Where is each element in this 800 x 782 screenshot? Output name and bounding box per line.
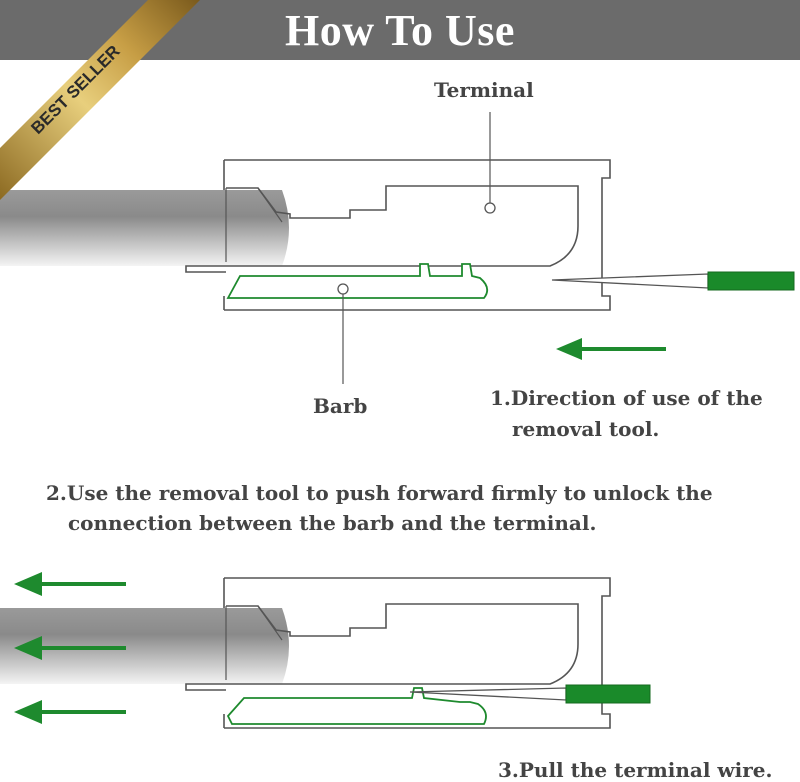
- terminal-outline: [185, 603, 579, 691]
- removal-tool-handle: [565, 684, 651, 704]
- removal-tool-handle: [707, 271, 795, 291]
- left-arrow-icon: [556, 338, 666, 360]
- step-1-line-1: 1.Direction of use of the: [490, 386, 763, 410]
- step-1-text: 1.Direction of use of the removal tool.: [490, 383, 763, 445]
- housing-outline: [224, 577, 611, 729]
- terminal-label: Terminal: [434, 78, 534, 102]
- step-2-text: 2.Use the removal tool to push forward f…: [46, 478, 713, 538]
- barb-callout-dot: [337, 283, 349, 295]
- terminal-callout-dot: [484, 202, 496, 214]
- wire-cylinder: [0, 190, 289, 266]
- left-arrow-icon: [14, 572, 126, 596]
- removal-tool-needle: [551, 273, 709, 289]
- bottom-connector-diagram: [0, 572, 651, 729]
- terminal-outline: [185, 185, 579, 273]
- left-arrow-icon: [14, 700, 126, 724]
- step-2-line-1: 2.Use the removal tool to push forward f…: [46, 481, 713, 505]
- page-title: How To Use: [285, 6, 515, 55]
- step-3-text: 3.Pull the terminal wire.: [498, 758, 773, 782]
- barb-shape: [226, 263, 489, 299]
- top-connector-diagram: [0, 112, 795, 384]
- housing-outline: [224, 159, 611, 311]
- wire-cylinder: [0, 608, 289, 684]
- best-seller-ribbon: BEST SELLER: [0, 0, 200, 200]
- barb-shape: [226, 687, 487, 725]
- step-1-line-2: removal tool.: [512, 417, 660, 441]
- step-2-line-2: connection between the barb and the term…: [68, 511, 597, 535]
- barb-label: Barb: [313, 394, 368, 418]
- left-arrow-icon: [14, 636, 126, 660]
